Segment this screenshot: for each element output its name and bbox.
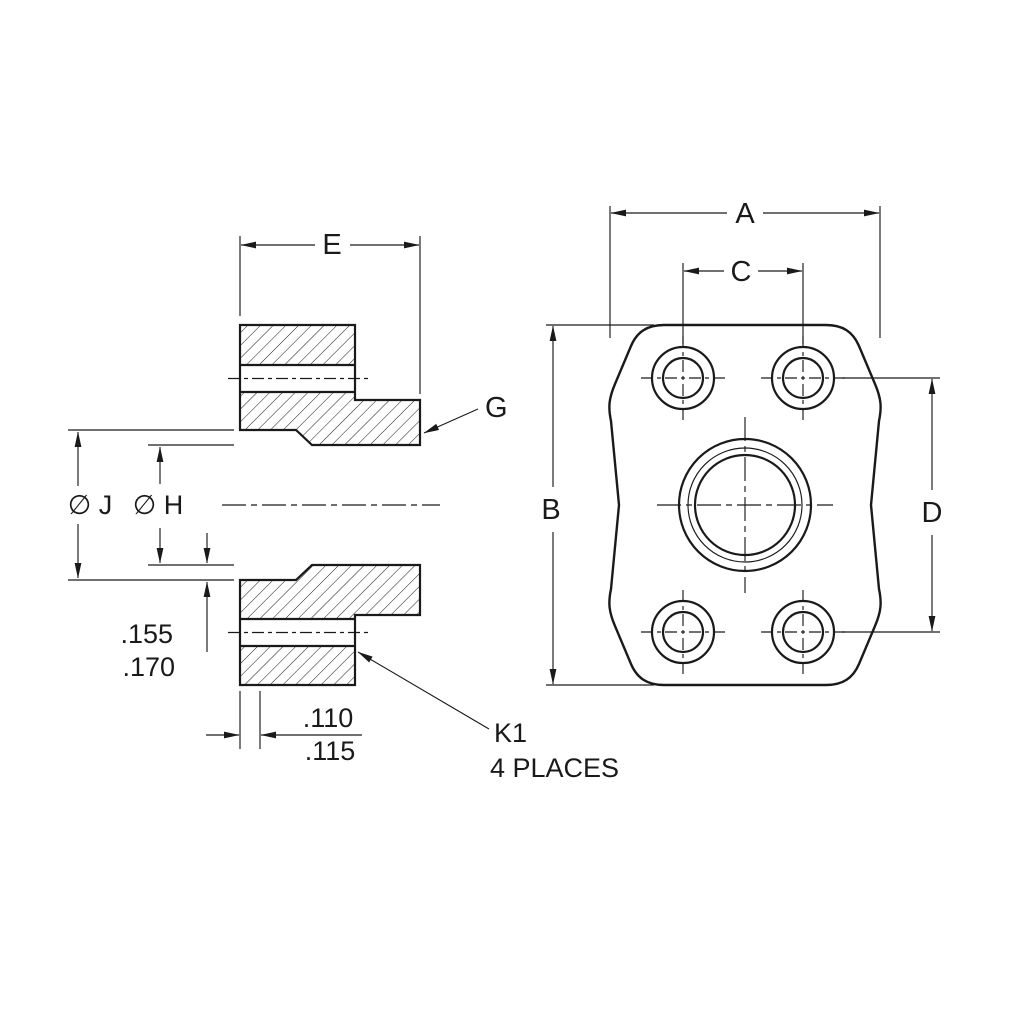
- dimension-dia-h: ∅ H: [133, 444, 234, 566]
- bolt-hole-bottom-right: [761, 590, 845, 674]
- leader-line: [357, 651, 490, 730]
- callout-k1: K1 4 PLACES: [357, 651, 619, 783]
- dimension-a: A: [609, 198, 881, 338]
- dimension-c: C: [682, 256, 804, 344]
- bolt-hole-inner: [661, 610, 705, 654]
- dimension-a-label: A: [735, 198, 755, 230]
- step-lower-value: .170: [122, 652, 175, 682]
- dimension-d: D: [842, 377, 943, 633]
- dimension-c-label: C: [731, 256, 752, 288]
- center-port: [657, 417, 833, 593]
- callout-g: G: [423, 392, 508, 434]
- dia-j-label: ∅ J: [68, 490, 113, 520]
- dimension-b-label: B: [541, 494, 560, 526]
- dimension-e: E: [239, 229, 421, 394]
- flange-outline: [608, 323, 882, 687]
- bolt-hole-top-right: [761, 336, 845, 420]
- k1-places-note: 4 PLACES: [490, 753, 619, 783]
- step-upper-value: .155: [120, 619, 173, 649]
- k1-label: K1: [494, 718, 527, 748]
- face-upper-value: .110: [303, 703, 354, 733]
- section-upper-outline: [238, 323, 422, 447]
- leader-line: [423, 408, 479, 434]
- dimension-face: .110 .115: [206, 691, 362, 766]
- section-view: [222, 323, 440, 687]
- bolt-hole-inner: [781, 356, 825, 400]
- bolt-hole-bottom-left: [641, 590, 725, 674]
- bolt-hole-top-left: [641, 336, 725, 420]
- dimension-step: .155 .170: [120, 533, 211, 682]
- section-lower-outline: [238, 563, 422, 687]
- bolt-hole-inner: [781, 610, 825, 654]
- dimension-b: B: [541, 324, 654, 686]
- section-lower-hatch-a: [240, 565, 420, 619]
- label-g: G: [485, 392, 508, 424]
- dimension-e-label: E: [322, 229, 341, 261]
- front-view: [608, 323, 882, 687]
- section-upper-hatch-b: [240, 392, 420, 445]
- section-upper-hatch-a: [240, 325, 355, 365]
- section-lower-hatch-b: [240, 646, 355, 685]
- dimension-dia-j: ∅ J: [68, 429, 234, 581]
- dimension-d-label: D: [922, 497, 943, 529]
- bolt-hole-inner: [661, 356, 705, 400]
- face-lower-value: .115: [305, 736, 356, 766]
- dia-h-label: ∅ H: [133, 490, 184, 520]
